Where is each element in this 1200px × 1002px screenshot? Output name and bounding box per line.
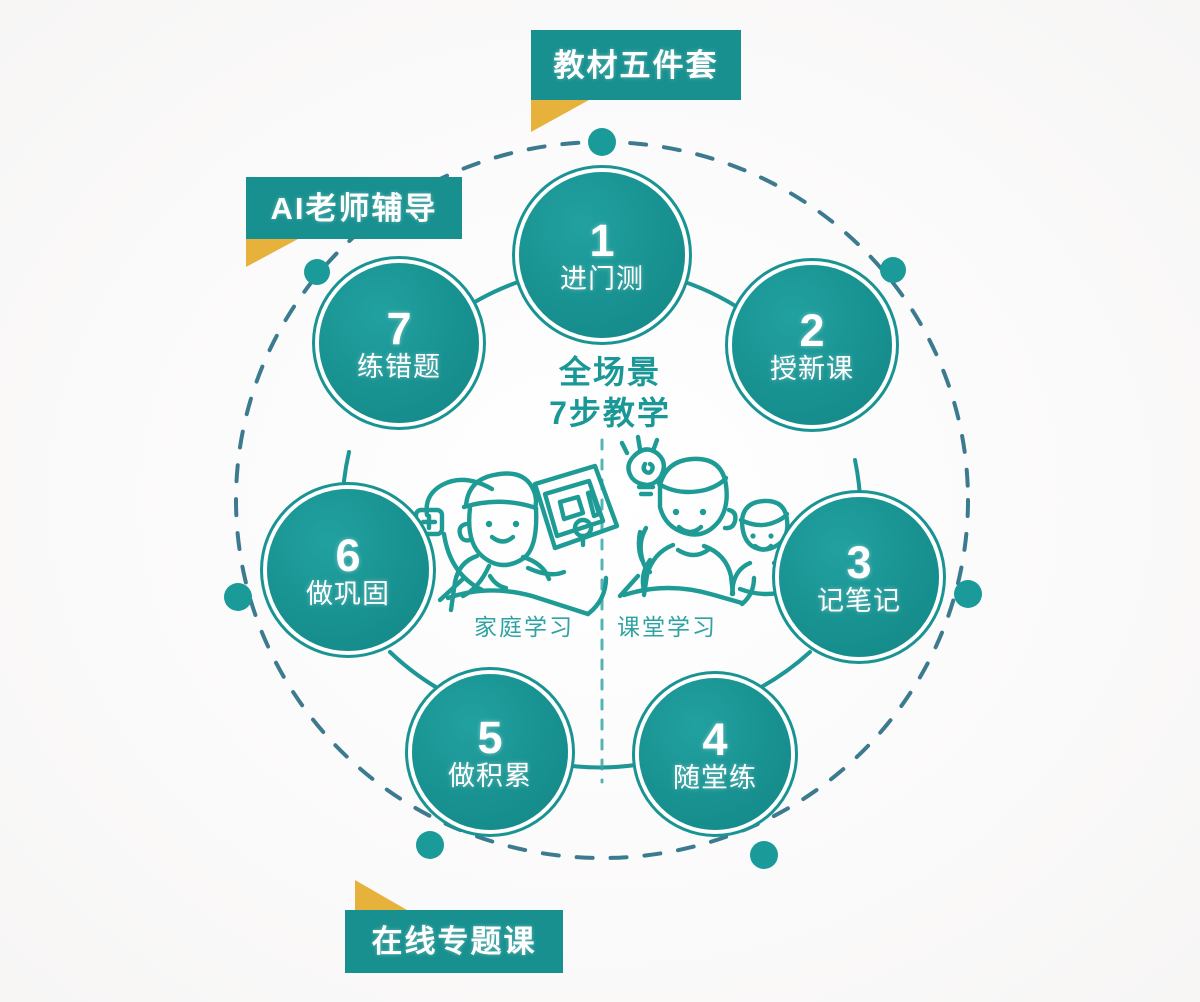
step-label: 做巩固 — [306, 578, 390, 609]
step-number: 7 — [386, 302, 412, 354]
banner-online-course[interactable]: 在线专题课 — [345, 880, 563, 973]
child-with-laptop-icon — [413, 463, 620, 617]
ring-node-left — [224, 583, 252, 611]
banner-ai-teacher[interactable]: AI老师辅导 — [246, 177, 462, 267]
banner-ai-teacher-label: AI老师辅导 — [270, 190, 438, 226]
caption-home-study: 家庭学习 — [474, 614, 574, 640]
step-circle-3[interactable]: 3 记笔记 — [779, 497, 939, 657]
step-label: 进门测 — [560, 263, 644, 294]
center-headline: 全场景 7步教学 — [500, 352, 720, 434]
step-number: 5 — [477, 711, 503, 763]
caption-classroom-study: 课堂学习 — [617, 614, 717, 640]
ring-node-upper-left — [304, 259, 330, 285]
center-headline-line1: 全场景 — [558, 354, 661, 390]
center-headline-line2: 7步教学 — [549, 394, 671, 431]
step-circle-6[interactable]: 6 做巩固 — [267, 489, 429, 651]
step-number: 1 — [589, 214, 615, 266]
ring-node-top — [588, 128, 616, 156]
ring-node-right — [954, 580, 982, 608]
banner-online-course-label: 在线专题课 — [371, 924, 537, 959]
banner-textbook-set[interactable]: 教材五件套 — [531, 30, 741, 132]
ribbon-tail-icon — [531, 100, 589, 132]
ring-node-upper-right — [880, 257, 906, 283]
ring-node-lower-left — [416, 831, 444, 859]
step-number: 6 — [335, 529, 361, 581]
step-label: 授新课 — [770, 353, 854, 384]
ribbon-tail-icon — [246, 239, 298, 267]
step-label: 做积累 — [448, 760, 532, 791]
step-number: 3 — [846, 536, 872, 588]
banner-textbook-set-label: 教材五件套 — [553, 47, 719, 83]
ribbon-tail-icon — [355, 880, 407, 910]
step-label: 记笔记 — [817, 585, 901, 616]
step-circle-2[interactable]: 2 授新课 — [732, 265, 892, 425]
step-number: 2 — [799, 304, 825, 356]
step-circle-5[interactable]: 5 做积累 — [412, 674, 568, 830]
step-circle-1[interactable]: 1 进门测 — [519, 172, 685, 338]
step-circle-4[interactable]: 4 随堂练 — [639, 678, 791, 830]
step-circle-7[interactable]: 7 练错题 — [319, 263, 479, 423]
step-label: 练错题 — [357, 351, 441, 382]
student-writing-icon — [617, 434, 797, 607]
ring-node-lower-right — [750, 841, 778, 869]
step-label: 随堂练 — [673, 762, 757, 793]
step-number: 4 — [702, 713, 728, 765]
